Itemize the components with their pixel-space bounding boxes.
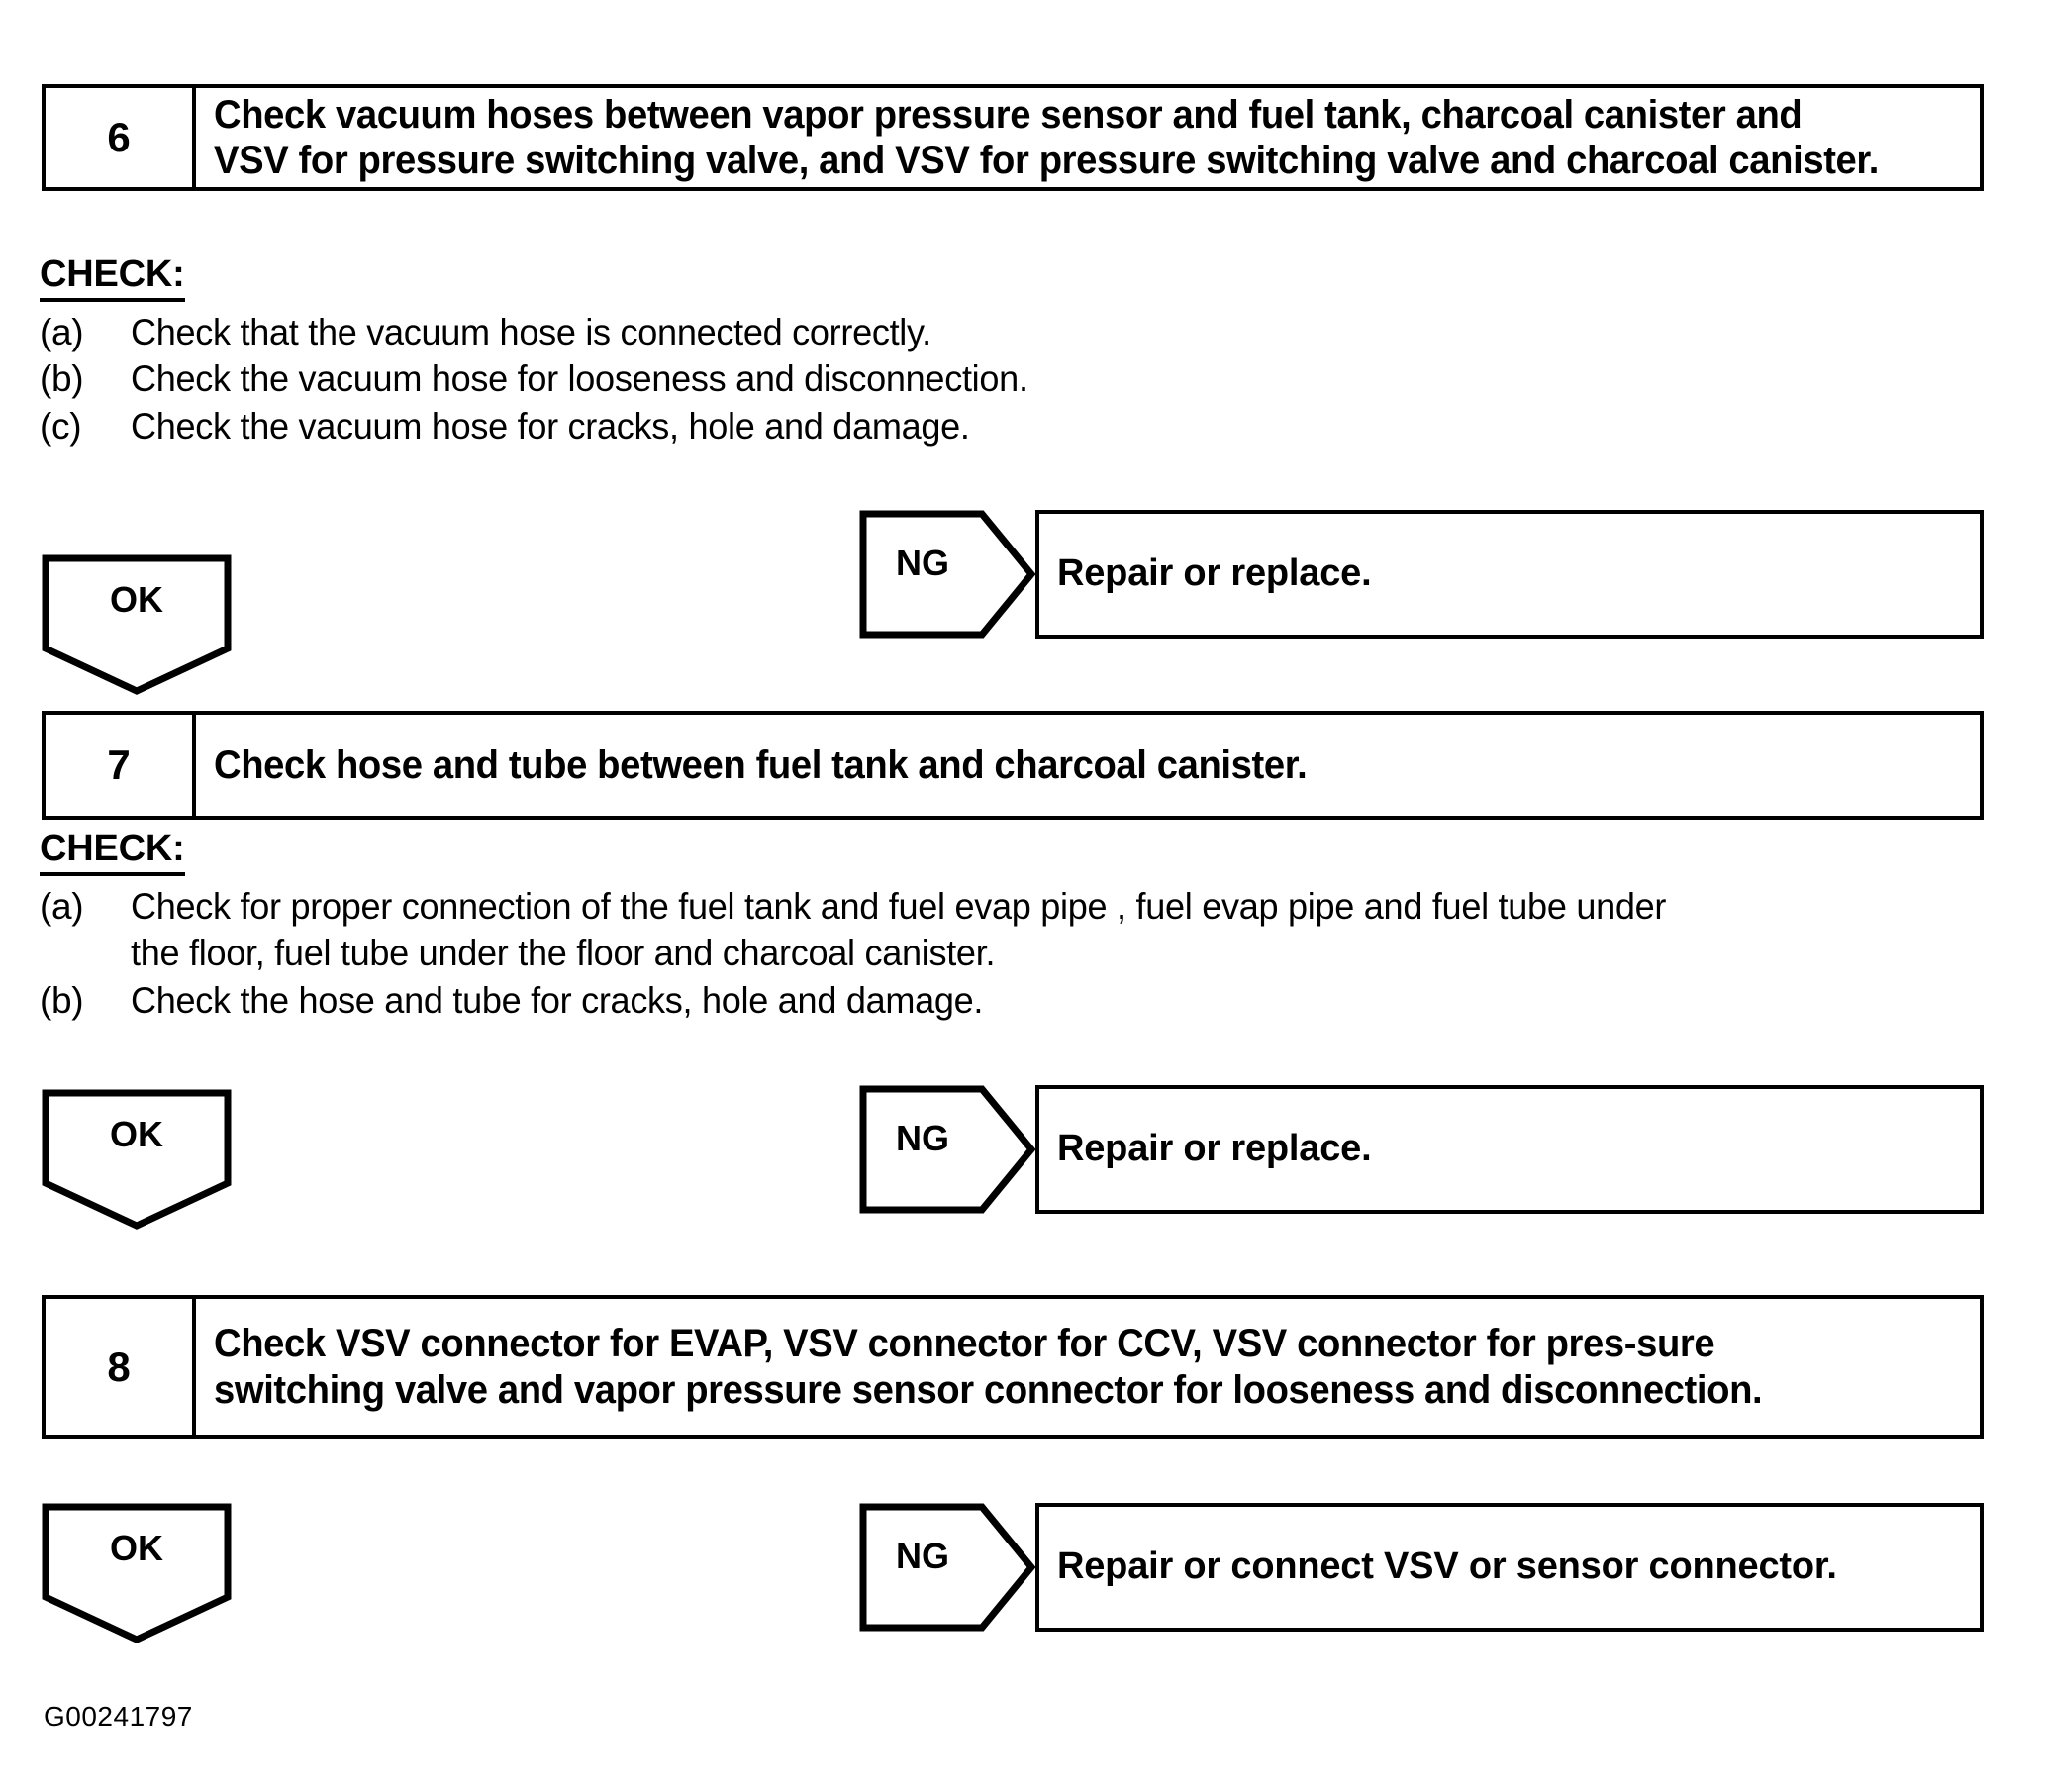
- ng-result-text-8: Repair or connect VSV or sensor connecto…: [1057, 1545, 1837, 1588]
- ng-result-box-7: Repair or replace.: [1035, 1085, 1984, 1214]
- step-title-cell-8: Check VSV connector for EVAP, VSV connec…: [196, 1299, 1980, 1435]
- check-heading-6: CHECK:: [40, 254, 185, 302]
- ok-connector-7: OK: [42, 1089, 232, 1230]
- check-item-text: Check for proper connection of the fuel …: [131, 885, 1667, 927]
- ng-label-7: NG: [896, 1118, 949, 1158]
- check-item-letter: (c): [40, 405, 82, 447]
- step-title-6: Check vacuum hoses between vapor pressur…: [214, 92, 1880, 182]
- check-item-text: Check that the vacuum hose is connected …: [131, 311, 931, 352]
- step-box-8: 8 Check VSV connector for EVAP, VSV conn…: [42, 1295, 1984, 1439]
- ok-label-8: OK: [110, 1528, 163, 1568]
- ng-result-box-6: Repair or replace.: [1035, 510, 1984, 639]
- ng-label-6: NG: [896, 543, 949, 583]
- ng-connector-6: NG: [859, 510, 1035, 639]
- ng-connector-8: NG: [859, 1503, 1035, 1632]
- ok-pentagon-icon: [42, 1503, 232, 1643]
- check-item: (b) Check the vacuum hose for looseness …: [40, 355, 1980, 402]
- ng-result-text-6: Repair or replace.: [1057, 552, 1372, 595]
- check-item-text-continuation: the floor, fuel tube under the floor and…: [131, 933, 996, 974]
- check-item: (a) Check for proper connection of the f…: [40, 883, 2009, 977]
- ng-pentagon-icon: [859, 1085, 1035, 1214]
- step-title-8: Check VSV connector for EVAP, VSV connec…: [214, 1322, 1763, 1412]
- step-title-7: Check hose and tube between fuel tank an…: [214, 743, 1308, 787]
- ng-pentagon-icon: [859, 510, 1035, 639]
- step-number-cell-6: 6: [46, 88, 196, 187]
- check-item-text: Check the vacuum hose for cracks, hole a…: [131, 405, 970, 447]
- step-number-cell-7: 7: [46, 715, 196, 816]
- step-title-cell-7: Check hose and tube between fuel tank an…: [196, 715, 1980, 816]
- ng-pentagon-icon: [859, 1503, 1035, 1632]
- check-block-6: CHECK: (a) Check that the vacuum hose is…: [40, 254, 1980, 449]
- ok-pentagon-icon: [42, 554, 232, 695]
- check-item: (a) Check that the vacuum hose is connec…: [40, 309, 1980, 355]
- step-title-cell-6: Check vacuum hoses between vapor pressur…: [196, 88, 1980, 187]
- check-item-text-wrap: Check for proper connection of the fuel …: [131, 883, 1963, 977]
- ok-label-7: OK: [110, 1114, 163, 1154]
- ok-label-6: OK: [110, 579, 163, 620]
- step-box-6: 6 Check vacuum hoses between vapor press…: [42, 84, 1984, 191]
- ok-connector-8: OK: [42, 1503, 232, 1643]
- step-number-cell-8: 8: [46, 1299, 196, 1435]
- check-item-text: Check the hose and tube for cracks, hole…: [131, 979, 984, 1021]
- check-item: (c) Check the vacuum hose for cracks, ho…: [40, 403, 1980, 449]
- check-item-letter: (a): [40, 885, 84, 927]
- check-item-letter: (b): [40, 358, 84, 400]
- step-number-7: 7: [107, 742, 131, 788]
- check-heading-7: CHECK:: [40, 829, 185, 876]
- ng-result-box-8: Repair or connect VSV or sensor connecto…: [1035, 1503, 1984, 1632]
- check-items-7: (a) Check for proper connection of the f…: [40, 883, 2009, 1024]
- ok-pentagon-icon: [42, 1089, 232, 1230]
- check-item-letter: (a): [40, 311, 84, 352]
- step-box-7: 7 Check hose and tube between fuel tank …: [42, 711, 1984, 820]
- check-item-text: Check the vacuum hose for looseness and …: [131, 358, 1028, 400]
- check-item-letter: (b): [40, 979, 84, 1021]
- ng-label-8: NG: [896, 1536, 949, 1576]
- check-item: (b) Check the hose and tube for cracks, …: [40, 977, 2009, 1024]
- step-number-8: 8: [107, 1343, 131, 1390]
- check-items-6: (a) Check that the vacuum hose is connec…: [40, 309, 1980, 449]
- footer-code: G00241797: [44, 1701, 193, 1732]
- ng-result-text-7: Repair or replace.: [1057, 1128, 1372, 1170]
- ok-connector-6: OK: [42, 554, 232, 695]
- step-number-6: 6: [107, 114, 131, 160]
- ng-connector-7: NG: [859, 1085, 1035, 1214]
- check-block-7: CHECK: (a) Check for proper connection o…: [40, 829, 2009, 1024]
